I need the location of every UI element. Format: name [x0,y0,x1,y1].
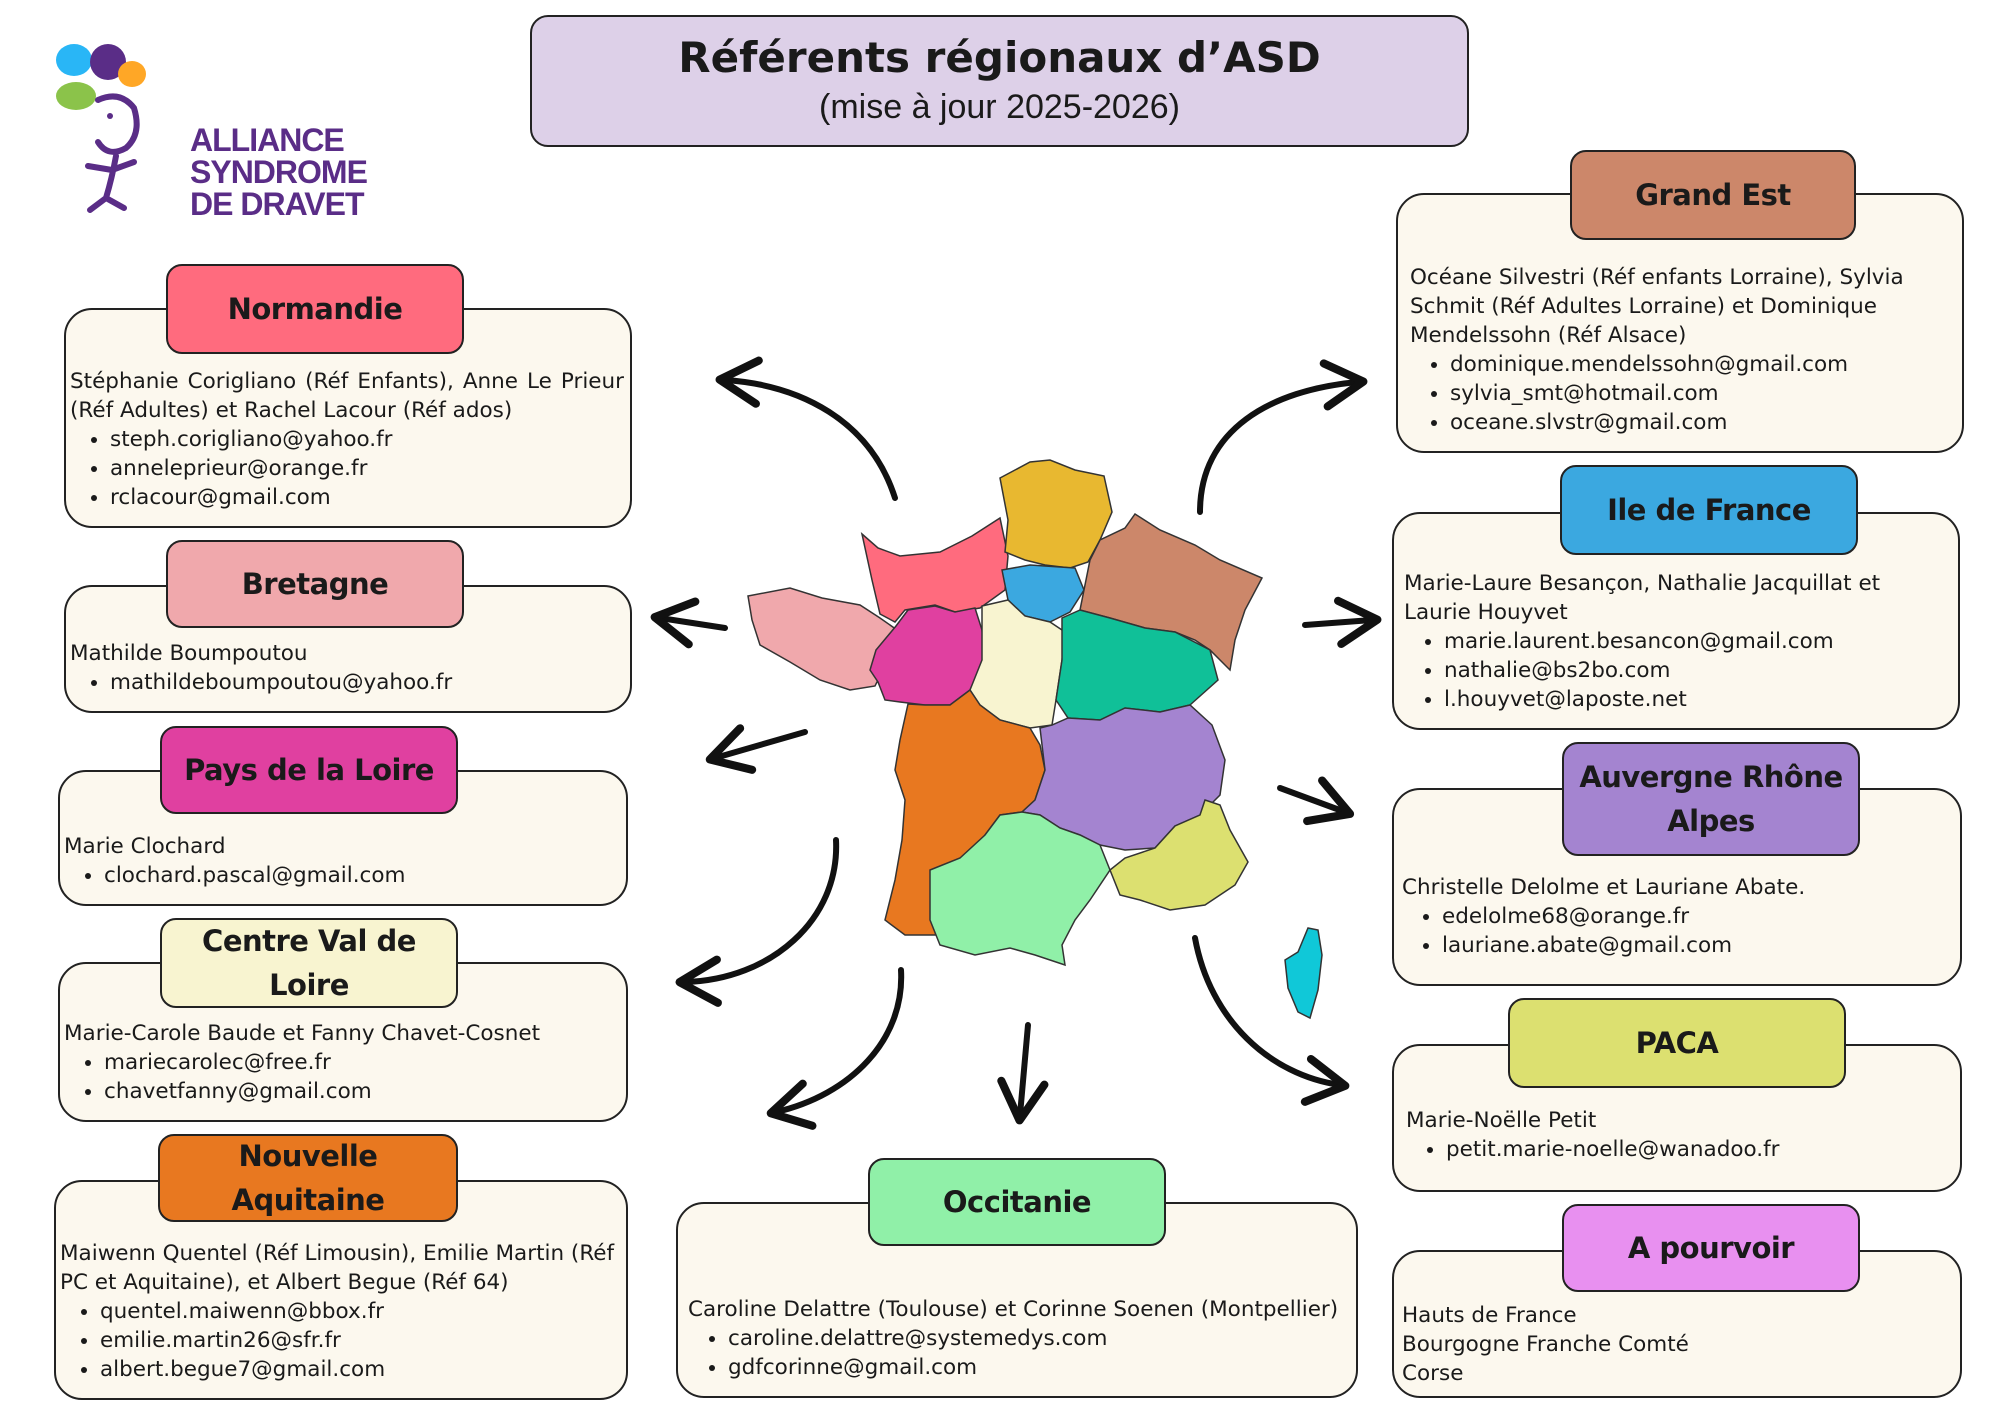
email-list: dominique.mendelssohn@gmail.com sylvia_s… [1410,350,1956,437]
email-list: quentel.maiwenn@bbox.fr emilie.martin26@… [60,1297,620,1384]
email-link[interactable]: edelolme68@orange.fr [1442,902,1954,931]
email-list: mariecarolec@free.fr chavetfanny@gmail.c… [64,1048,620,1106]
arrow-to-bretagne [650,597,728,649]
map-region-occitanie [929,811,1111,967]
arrow-to-nouvelle-aquitaine [766,967,905,1130]
title-box: Référents régionaux d’ASD (mise à jour 2… [530,15,1469,147]
label-auvergne-rhone-alpes: Auvergne Rhône Alpes [1562,742,1860,856]
email-link[interactable]: mariecarolec@free.fr [104,1048,620,1077]
region-line: Bourgogne Franche Comté [1402,1332,1689,1357]
alliance-logo: ALLIANCE SYNDROME DE DRAVET [38,38,368,228]
label-paca: PACA [1508,998,1846,1088]
arrow-to-ile-de-france [1302,596,1382,649]
arrow-to-auvergne [1277,776,1355,826]
label-line-1: Auvergne Rhône [1579,760,1843,794]
label-grand-est: Grand Est [1570,150,1856,240]
email-link[interactable]: clochard.pascal@gmail.com [104,861,620,890]
referents-names: Caroline Delattre (Toulouse) et Corinne … [688,1297,1339,1322]
arrow-to-normandie [715,356,898,501]
email-link[interactable]: oceane.slvstr@gmail.com [1450,408,1956,437]
email-list: clochard.pascal@gmail.com [64,861,620,890]
referents-names: Christelle Delolme et Lauriane Abate. [1402,875,1806,900]
email-list: petit.marie-noelle@wanadoo.fr [1406,1135,1954,1164]
email-link[interactable]: dominique.mendelssohn@gmail.com [1450,350,1956,379]
arrow-to-occitanie [997,1022,1049,1125]
email-link[interactable]: lauriane.abate@gmail.com [1442,931,1954,960]
referents-names: Marie-Carole Baude et Fanny Chavet-Cosne… [64,1021,541,1046]
card-nouvelle-aquitaine: Maiwenn Quentel (Réf Limousin), Emilie M… [54,1180,628,1400]
email-link[interactable]: l.houyvet@laposte.net [1444,685,1952,714]
email-link[interactable]: nathalie@bs2bo.com [1444,656,1952,685]
label-a-pourvoir: A pourvoir [1562,1204,1860,1292]
label-nouvelle-aquitaine: Nouvelle Aquitaine [158,1134,458,1222]
map-region-paca [1109,799,1249,911]
referents-names: Marie Clochard [64,834,226,859]
email-link[interactable]: gdfcorinne@gmail.com [728,1353,1350,1382]
arrow-to-grand-est [1197,359,1368,515]
referents-names: Stéphanie Corigliano (Réf Enfants), Anne… [70,369,624,423]
referents-names: Maiwenn Quentel (Réf Limousin), Emilie M… [60,1241,615,1295]
email-link[interactable]: petit.marie-noelle@wanadoo.fr [1446,1135,1954,1164]
email-link[interactable]: quentel.maiwenn@bbox.fr [100,1297,620,1326]
logo-text: ALLIANCE SYNDROME DE DRAVET [190,122,368,222]
label-pays-de-la-loire: Pays de la Loire [160,726,458,814]
email-link[interactable]: rclacour@gmail.com [110,483,624,512]
page-title: Référents régionaux d’ASD [678,33,1321,82]
email-list: edelolme68@orange.fr lauriane.abate@gmai… [1402,902,1954,960]
email-link[interactable]: emilie.martin26@sfr.fr [100,1326,620,1355]
logo-speech-bubbles-icon [56,44,146,213]
email-list: caroline.delattre@systemedys.com gdfcori… [688,1324,1350,1382]
region-line: Hauts de France [1402,1303,1577,1328]
arrow-to-paca [1192,935,1350,1106]
email-list: steph.corigliano@yahoo.fr anneleprieur@o… [70,425,624,512]
label-occitanie: Occitanie [868,1158,1166,1246]
email-link[interactable]: albert.begue7@gmail.com [100,1355,620,1384]
email-link[interactable]: mathildeboumpoutou@yahoo.fr [110,668,624,697]
referents-names: Mathilde Boumpoutou [70,641,308,666]
email-link[interactable]: sylvia_smt@hotmail.com [1450,379,1956,408]
referents-names: Marie-Noëlle Petit [1406,1108,1597,1133]
email-link[interactable]: marie.laurent.besancon@gmail.com [1444,627,1952,656]
connector-arrows [650,356,1382,1130]
email-link[interactable]: chavetfanny@gmail.com [104,1077,620,1106]
map-region-pays-de-la-loire [869,605,986,706]
page-subtitle: (mise à jour 2025-2026) [819,88,1180,126]
arrow-to-centre [675,837,840,1007]
label-centre-val-de-loire: Centre Val de Loire [160,918,458,1008]
label-line-2: Alpes [1667,804,1755,838]
label-normandie: Normandie [166,264,464,354]
label-bretagne: Bretagne [166,540,464,628]
map-region-normandie [860,516,1009,623]
map-region-corse [1284,927,1323,1020]
email-link[interactable]: steph.corigliano@yahoo.fr [110,425,624,454]
label-ile-de-france: Ile de France [1560,465,1858,555]
email-list: marie.laurent.besancon@gmail.com nathali… [1404,627,1952,714]
region-line: Corse [1402,1361,1464,1386]
card-centre-val-de-loire: Marie-Carole Baude et Fanny Chavet-Cosne… [58,962,628,1122]
referents-names: Océane Silvestri (Réf enfants Lorraine),… [1410,265,1904,348]
referents-names: Marie-Laure Besançon, Nathalie Jacquilla… [1404,571,1881,625]
arrow-to-pays-de-la-loire [705,724,808,774]
email-list: mathildeboumpoutou@yahoo.fr [70,668,624,697]
email-link[interactable]: caroline.delattre@systemedys.com [728,1324,1350,1353]
email-link[interactable]: anneleprieur@orange.fr [110,454,624,483]
